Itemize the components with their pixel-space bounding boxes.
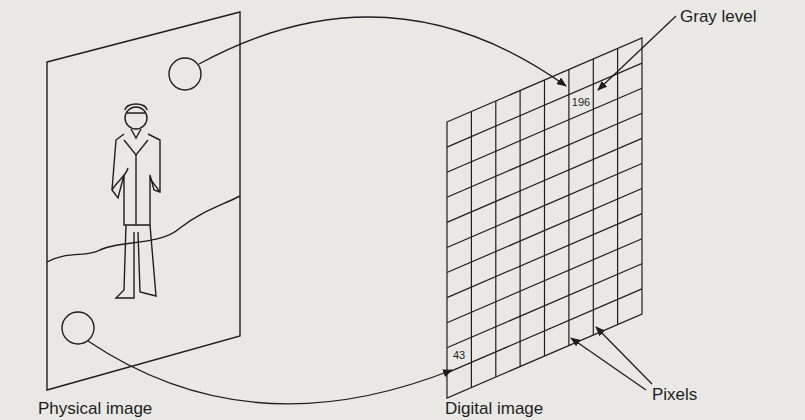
physical-plane [47, 12, 240, 390]
image-caption: Digital image [445, 400, 543, 417]
gray-value: 43 [452, 350, 466, 361]
leader-label: Pixels [652, 386, 697, 403]
gray-value: 196 [571, 97, 591, 108]
image-caption: Physical image [38, 400, 152, 417]
mapping-arrows [88, 16, 676, 404]
leader-label: Gray level [680, 8, 757, 25]
